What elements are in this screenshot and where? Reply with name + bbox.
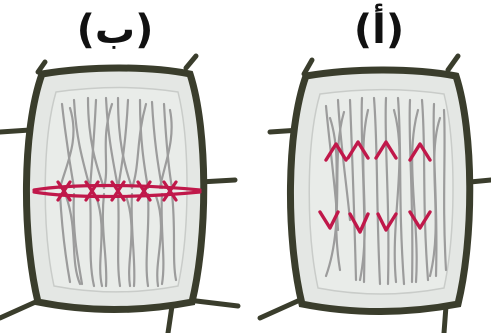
cell-metaphase	[0, 56, 238, 333]
cell-anaphase	[260, 56, 491, 333]
neighbor-wall-bottom-right-a	[444, 306, 446, 333]
neighbor-wall-bottom-left-a	[260, 300, 300, 318]
neighbor-wall-bottom-right	[168, 306, 172, 333]
neighbor-wall-top-right-a	[448, 56, 458, 70]
neighbor-wall-bottom-left	[0, 300, 40, 318]
neighbor-wall-top-right	[186, 56, 196, 68]
neighbor-wall-left	[0, 130, 30, 132]
